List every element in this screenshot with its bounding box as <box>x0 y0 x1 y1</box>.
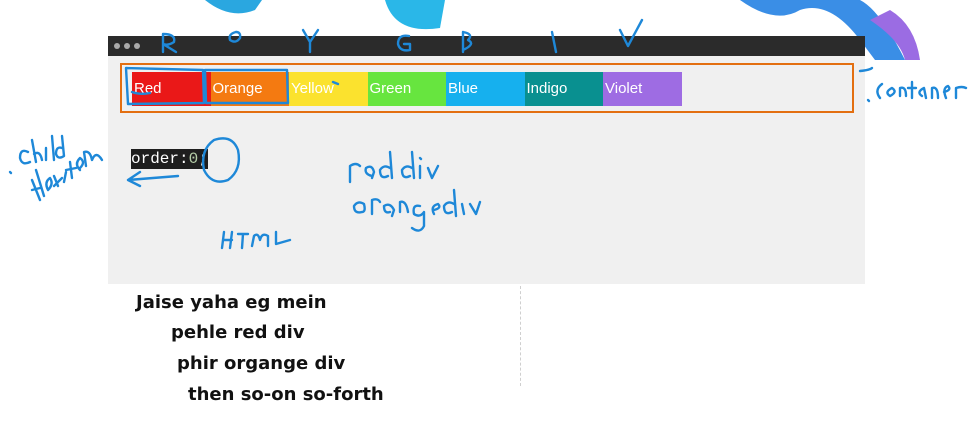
flex-item-yellow: Yellow <box>289 72 368 106</box>
flex-item-violet: Violet <box>603 72 682 106</box>
code-terminator: ; <box>198 149 208 169</box>
code-property: order: <box>131 149 189 169</box>
window-titlebar <box>108 36 865 56</box>
flex-item-indigo: Indigo <box>524 72 603 106</box>
caption-line-2: pehle red div <box>171 322 305 343</box>
flex-item-green: Green <box>367 72 446 106</box>
dashed-divider <box>520 286 521 386</box>
caption-line-4: then so-on so-forth <box>188 384 384 405</box>
window-dot[interactable] <box>124 43 130 49</box>
caption-line-3: phir organge div <box>177 353 346 374</box>
flex-item-blue: Blue <box>446 72 525 106</box>
window-dot[interactable] <box>134 43 140 49</box>
code-value: 0 <box>188 149 199 169</box>
window-dot[interactable] <box>114 43 120 49</box>
code-snippet: order:0; <box>131 149 208 169</box>
caption-line-1: Jaise yaha eg mein <box>136 292 327 313</box>
flex-item-red: Red <box>132 72 211 106</box>
flex-item-orange: Orange <box>210 72 289 106</box>
